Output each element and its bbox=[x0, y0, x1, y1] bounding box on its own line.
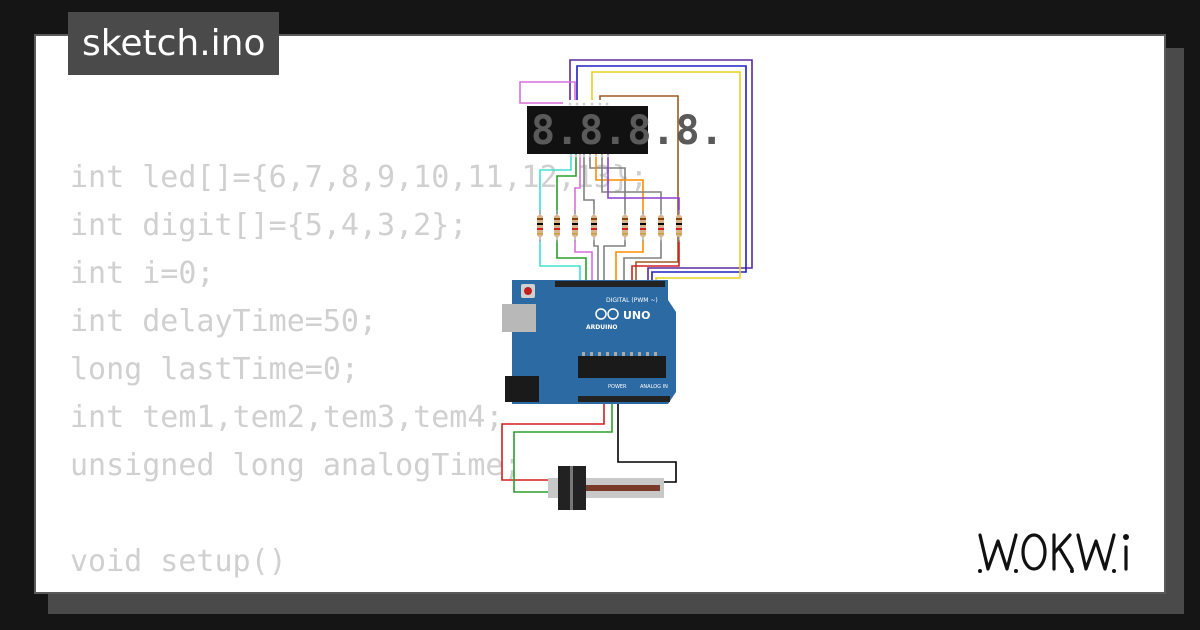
resistor[interactable] bbox=[572, 210, 578, 242]
seven-segment-display[interactable]: 8.8.8.8. bbox=[527, 102, 724, 158]
wires-middle bbox=[539, 154, 680, 283]
code-preview: int led[]={6,7,8,9,10,11,12,13}; int digi… bbox=[70, 154, 648, 592]
arduino-logo-icon bbox=[595, 308, 607, 320]
resistor[interactable] bbox=[640, 210, 646, 242]
microcontroller-chip bbox=[578, 356, 666, 378]
resistors bbox=[537, 210, 682, 242]
code-line: int led[]={6,7,8,9,10,11,12,13}; bbox=[70, 160, 648, 195]
code-line: int tem1,tem2,tem3,tem4; bbox=[70, 400, 504, 435]
slide-potentiometer[interactable] bbox=[548, 466, 664, 510]
analog-label: ANALOG IN bbox=[640, 384, 668, 390]
sketch-title-tab: sketch.ino bbox=[68, 12, 280, 75]
wires-bottom bbox=[501, 400, 677, 493]
code-line: int digit[]={5,4,3,2}; bbox=[70, 208, 468, 243]
resistor[interactable] bbox=[622, 210, 628, 242]
digital-header bbox=[555, 281, 665, 287]
code-line: unsigned long analogTime; bbox=[70, 448, 522, 483]
code-line: int i=0; bbox=[70, 256, 215, 291]
power-label: POWER bbox=[608, 384, 627, 390]
code-line: void setup() bbox=[70, 544, 287, 579]
board-model: UNO bbox=[623, 309, 651, 322]
code-line: int delayTime=50; bbox=[70, 304, 378, 339]
digital-label: DIGITAL (PWM ~) bbox=[606, 297, 658, 304]
display-digits: 8.8.8.8. bbox=[531, 108, 724, 154]
code-line: long lastTime=0; bbox=[70, 352, 359, 387]
resistor[interactable] bbox=[554, 210, 560, 242]
power-analog-header bbox=[578, 396, 670, 402]
display-pins bbox=[568, 102, 610, 158]
wokwi-logo-icon bbox=[978, 533, 1129, 573]
usb-port bbox=[502, 304, 536, 332]
power-jack bbox=[505, 376, 539, 402]
resistor[interactable] bbox=[658, 210, 664, 242]
board-brand: ARDUINO bbox=[586, 324, 617, 331]
wires-top bbox=[519, 59, 753, 283]
resistor[interactable] bbox=[537, 210, 543, 242]
resistor[interactable] bbox=[676, 210, 682, 242]
resistor[interactable] bbox=[591, 210, 597, 242]
arduino-uno-board[interactable]: DIGITAL (PWM ~) UNO ARDUINO POWER ANALOG… bbox=[502, 280, 676, 404]
